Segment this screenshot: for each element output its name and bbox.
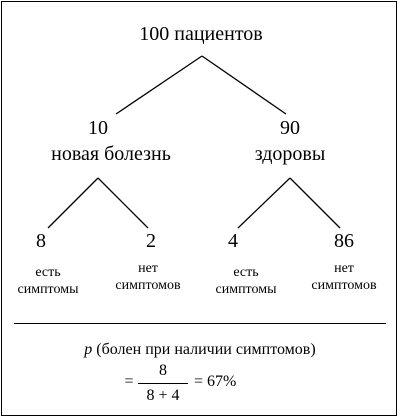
edge-left-b xyxy=(97,177,149,229)
branch-sick-label: новая болезнь xyxy=(51,143,171,165)
root-node-label: 100 пациентов xyxy=(139,23,263,45)
formula-p-symbol: p xyxy=(84,341,93,358)
leaf-healthy-nosymptoms-count: 86 xyxy=(334,230,354,252)
edge-root-right xyxy=(201,55,287,115)
edge-root-left xyxy=(115,55,203,115)
formula-fraction: 8 8 + 4 xyxy=(136,363,190,404)
formula-denominator: 8 + 4 xyxy=(146,387,180,404)
leaf-sick-nosymptoms-line2: симптомов xyxy=(115,278,181,293)
formula-condition: (болен при наличии симптомов) xyxy=(96,341,316,358)
leaf-sick-nosymptoms-count: 2 xyxy=(146,230,156,252)
edge-left-a xyxy=(47,177,99,229)
branch-healthy-label: здоровы xyxy=(254,143,326,165)
edge-right-a xyxy=(237,177,291,229)
formula-numerator: 8 xyxy=(159,362,167,379)
leaf-sick-symptoms-count: 8 xyxy=(36,230,46,252)
formula-equals: = xyxy=(124,373,134,390)
formula-heading: p (болен при наличии симптомов) xyxy=(48,342,352,358)
leaf-sick-nosymptoms-line1: нет xyxy=(138,261,158,276)
leaf-sick-symptoms-line1: есть xyxy=(35,265,61,280)
leaf-healthy-nosymptoms-line1: нет xyxy=(334,261,354,276)
branch-healthy-count: 90 xyxy=(280,117,300,139)
formula-fraction-bar xyxy=(138,383,188,384)
leaf-healthy-symptoms-count: 4 xyxy=(228,230,238,252)
branch-sick-count: 10 xyxy=(88,117,108,139)
section-divider xyxy=(14,323,386,324)
leaf-healthy-nosymptoms-line2: симптомов xyxy=(311,278,377,293)
leaf-healthy-symptoms-line2: симптомы xyxy=(215,282,277,297)
leaf-healthy-symptoms-line1: есть xyxy=(233,265,259,280)
formula-result: = 67% xyxy=(194,373,237,390)
leaf-sick-symptoms-line2: симптомы xyxy=(17,282,79,297)
edge-right-b xyxy=(289,177,341,229)
